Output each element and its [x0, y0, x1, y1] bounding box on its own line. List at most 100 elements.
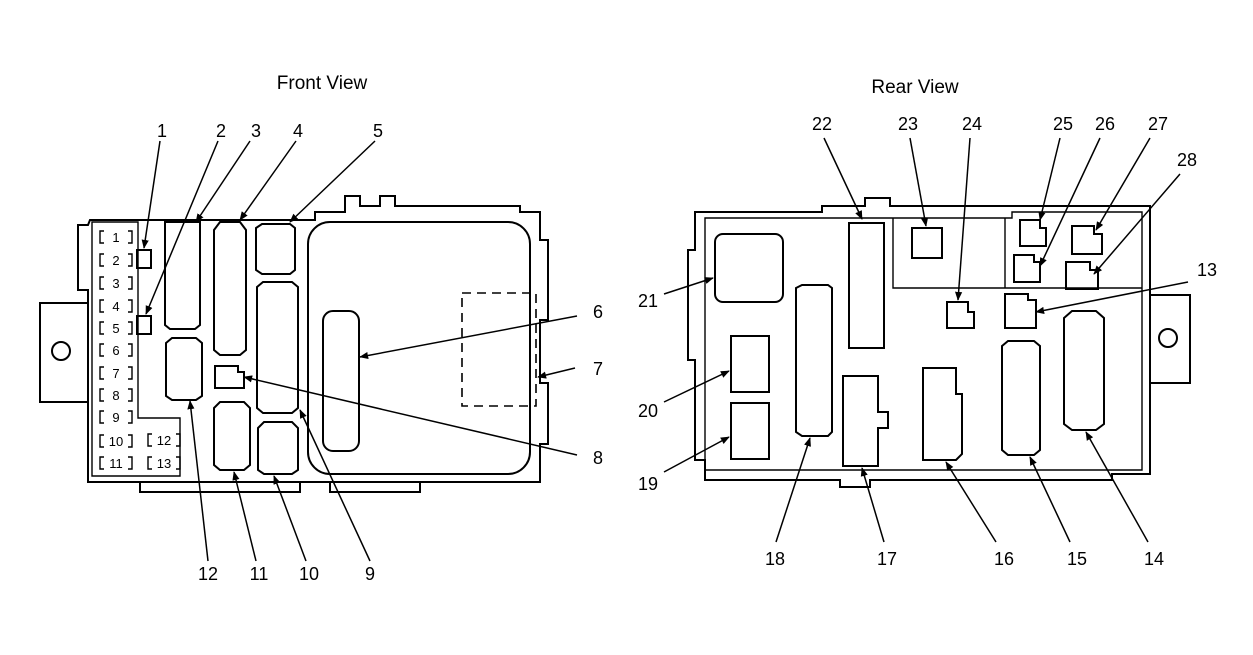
relay-9 [256, 281, 299, 414]
fuse-slots: 1 2 3 4 5 6 7 8 9 10 11 12 13 [99, 230, 181, 471]
leader-11 [232, 471, 257, 562]
relay-2 [136, 315, 152, 335]
leader-23 [909, 137, 929, 227]
relay-4 [213, 221, 247, 356]
callout-27: 27 [1148, 114, 1168, 134]
leader-16 [945, 461, 997, 543]
leader-26 [1039, 137, 1101, 267]
fuse-slot-brackets [99, 230, 181, 470]
relay-8 [214, 365, 245, 389]
leader-5 [289, 140, 376, 223]
rear-view-housing [687, 197, 1191, 488]
callout-28: 28 [1177, 150, 1197, 170]
connector-18 [795, 284, 833, 437]
leader-24 [955, 137, 971, 301]
relay-10 [257, 421, 299, 475]
front-cover [307, 221, 531, 475]
relay-23 [911, 227, 943, 259]
front-mount-hole [51, 341, 71, 361]
fuse-slot-8: 8 [112, 388, 119, 403]
leader-19 [663, 436, 730, 473]
callout-26: 26 [1095, 114, 1115, 134]
relay-28 [1065, 261, 1099, 290]
callout-25: 25 [1053, 114, 1073, 134]
relay-5 [255, 223, 296, 275]
callout-4: 4 [293, 121, 303, 141]
fuse-slot-11: 11 [109, 456, 123, 471]
leader-12 [187, 400, 209, 562]
leader-1 [141, 140, 161, 249]
leader-25 [1038, 137, 1061, 221]
relay-1 [136, 249, 152, 269]
relay-21 [714, 233, 784, 303]
rear-view-title: Rear View [871, 77, 959, 98]
rear-body-outline [687, 197, 1151, 488]
leader-2 [145, 140, 219, 315]
callout-13: 13 [1197, 260, 1217, 280]
fuse-slot-7: 7 [112, 366, 119, 381]
callout-12: 12 [198, 564, 218, 584]
callout-11: 11 [250, 564, 269, 584]
callout-7: 7 [593, 359, 603, 379]
callout-21: 21 [638, 291, 658, 311]
relay-25 [1019, 219, 1047, 247]
connector-7-dashed [461, 292, 537, 407]
connector-16 [922, 367, 963, 461]
leader-4 [239, 140, 297, 221]
relay-27 [1071, 225, 1103, 255]
front-bottom-lip [139, 482, 301, 493]
callout-10: 10 [299, 564, 319, 584]
leader-21 [663, 277, 714, 295]
leader-8 [243, 375, 578, 456]
fuse-slot-12: 12 [157, 433, 171, 448]
fuse-slot-10: 10 [109, 434, 123, 449]
fuse-slot-1: 1 [112, 230, 119, 245]
front-view-housing [39, 195, 549, 493]
leader-20 [663, 370, 730, 403]
callout-24: 24 [962, 114, 982, 134]
leader-17 [860, 467, 885, 543]
fuse-slot-5: 5 [112, 321, 119, 336]
callout-5: 5 [373, 121, 383, 141]
leader-3 [195, 140, 251, 223]
callout-3: 3 [251, 121, 261, 141]
fuse-slot-4: 4 [112, 299, 119, 314]
fuse-slot-9: 9 [112, 410, 119, 425]
front-bottom-lip-2 [329, 482, 421, 493]
leader-18 [775, 437, 811, 543]
leader-13 [1035, 281, 1189, 314]
leader-7 [537, 367, 576, 379]
rear-inner-step [892, 218, 1142, 289]
rear-callouts: 13 14 15 16 17 18 19 20 21 22 23 24 25 2… [638, 114, 1217, 569]
leader-28 [1093, 173, 1181, 275]
fuse-slot-2: 2 [112, 253, 119, 268]
callout-8: 8 [593, 448, 603, 468]
callout-6: 6 [593, 302, 603, 322]
leader-6 [359, 315, 578, 360]
leader-22 [823, 137, 863, 220]
leader-10 [273, 475, 307, 562]
callout-18: 18 [765, 549, 785, 569]
connector-14 [1063, 310, 1105, 431]
connector-15 [1001, 340, 1041, 456]
relay-26 [1013, 254, 1041, 283]
leader-27 [1095, 137, 1151, 231]
callout-2: 2 [216, 121, 226, 141]
relay-24 [946, 301, 975, 329]
relay-12 [165, 337, 203, 401]
relay-20 [730, 335, 770, 393]
fuse-panel [91, 221, 181, 477]
rear-mount-hole [1158, 328, 1178, 348]
callout-23: 23 [898, 114, 918, 134]
connector-22 [848, 222, 885, 349]
rear-mount-tab [1150, 294, 1191, 384]
relay-3 [164, 221, 201, 330]
callout-14: 14 [1144, 549, 1164, 569]
rear-leaders [663, 137, 1189, 543]
front-view-title: Front View [277, 73, 368, 94]
callout-15: 15 [1067, 549, 1087, 569]
callout-17: 17 [877, 549, 897, 569]
relay-19 [730, 402, 770, 460]
callout-9: 9 [365, 564, 375, 584]
